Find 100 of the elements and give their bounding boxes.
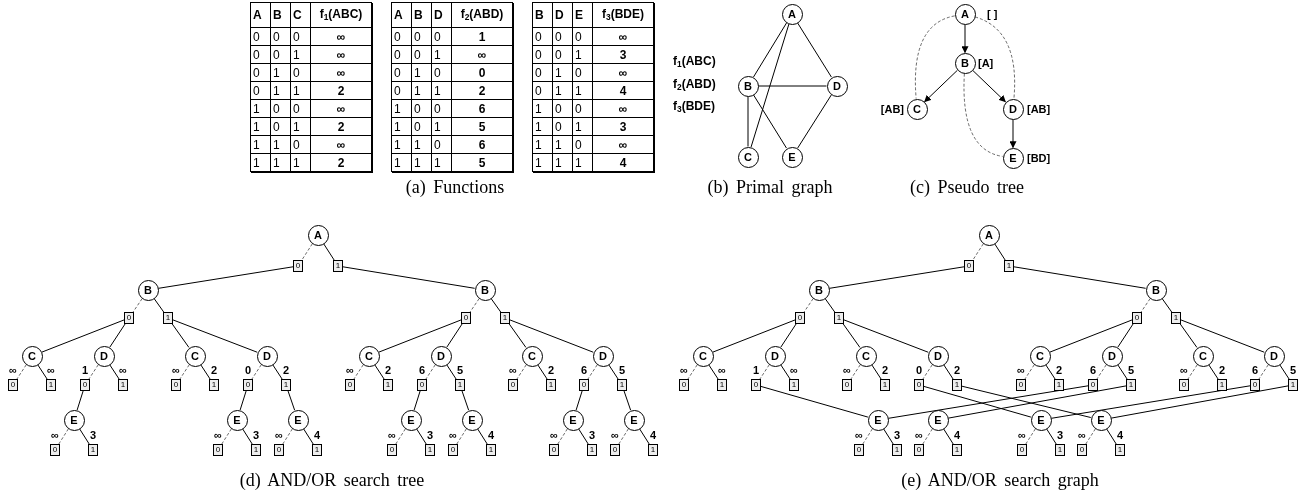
dashed-edge — [469, 298, 480, 313]
edge-line — [1117, 364, 1128, 380]
table-cell: 1 — [431, 81, 452, 100]
edge-line — [342, 266, 476, 289]
edge-line — [1013, 266, 1147, 289]
edge-line — [1161, 298, 1173, 313]
edge-label: 3 — [1055, 429, 1065, 441]
edge-line — [797, 94, 832, 149]
value-box: 1 — [1217, 379, 1227, 391]
header-cell: E — [572, 2, 593, 28]
header-cell: A — [391, 2, 412, 28]
table-cell: 0 — [290, 99, 311, 118]
variable-node: C — [1029, 345, 1051, 367]
table-cell: 0 — [391, 27, 412, 46]
edge-line — [1180, 319, 1265, 353]
table-cell: 0 — [270, 45, 291, 64]
dashed-edge — [16, 364, 27, 380]
edge-label: 4 — [952, 429, 962, 441]
variable-node: D — [256, 345, 278, 367]
table-cell: 1 — [572, 45, 593, 64]
value-box: 0 — [213, 444, 223, 456]
variable-node: C — [21, 345, 43, 367]
value-box: 1 — [251, 444, 261, 456]
value-box: 0 — [795, 312, 805, 324]
value-box: 1 — [88, 444, 98, 456]
table-cell: 0 — [270, 27, 291, 46]
table-cell: ∞ — [592, 135, 654, 154]
edge-label: 6 — [1088, 364, 1098, 376]
table-cell: 1 — [290, 45, 311, 64]
table-cell: ∞ — [310, 99, 372, 118]
table-cell: 2 — [310, 117, 372, 136]
edge-line — [1117, 323, 1134, 348]
table-cell: 3 — [592, 45, 654, 64]
value-box: 1 — [789, 379, 799, 391]
value-box: 1 — [209, 379, 219, 391]
table-cell: 1 — [552, 63, 573, 82]
edge-line — [753, 22, 787, 78]
variable-node: A — [954, 3, 976, 25]
value-box: 0 — [345, 379, 355, 391]
table-cell: 0 — [552, 117, 573, 136]
table-cell: ∞ — [592, 63, 654, 82]
edge-line — [887, 385, 1089, 419]
header-cell: B — [532, 2, 553, 28]
value-box: 1 — [546, 379, 556, 391]
table-cell: 0 — [411, 117, 432, 136]
table-cell: 1 — [250, 99, 271, 118]
value-box: 0 — [854, 444, 864, 456]
caption: (a) Functions — [405, 177, 505, 198]
edge-label: 2 — [383, 364, 393, 376]
edge-label: 5 — [1288, 364, 1298, 376]
dashed-edge — [58, 428, 69, 445]
edge-line — [303, 428, 314, 445]
edge-label: 5 — [455, 364, 465, 376]
table-cell: 4 — [592, 153, 654, 172]
variable-node: D — [1263, 345, 1285, 367]
dashed-edge — [1025, 428, 1036, 445]
value-box: 1 — [892, 444, 902, 456]
arrow — [961, 24, 969, 54]
table-cell: 3 — [592, 117, 654, 136]
dashed-edge — [803, 298, 814, 313]
table-cell: 0 — [250, 63, 271, 82]
header-cell: f$_{3}$(BDE) — [592, 2, 654, 28]
edge-label: 4 — [312, 429, 322, 441]
variable-node: C — [906, 98, 928, 120]
value-box: 0 — [1179, 379, 1189, 391]
context-label: [AB] — [1027, 102, 1051, 116]
value-box: 1 — [312, 444, 322, 456]
edge-label: 2 — [1054, 364, 1064, 376]
header-cell: C — [290, 2, 311, 28]
value-box: 0 — [417, 379, 427, 391]
edge-line — [623, 390, 632, 411]
edge-label: 3 — [425, 429, 435, 441]
edge-label: 5 — [617, 364, 627, 376]
caption: (c) Pseudo tree — [910, 177, 1024, 198]
table-cell: 1 — [532, 99, 553, 118]
table-cell: 5 — [451, 153, 513, 172]
value-box: 0 — [964, 260, 974, 272]
value-box: 1 — [1171, 312, 1181, 324]
context-label: [BD] — [1027, 151, 1051, 165]
value-box: 0 — [1250, 379, 1260, 391]
edge-line — [272, 364, 283, 380]
edge-line — [239, 390, 247, 411]
table-cell: 0 — [250, 27, 271, 46]
variable-node: C — [1192, 345, 1214, 367]
value-box: 1 — [383, 379, 393, 391]
table-cell: 1 — [431, 153, 452, 172]
dashed-edge — [282, 428, 293, 445]
variable-node: C — [521, 345, 543, 367]
variable-node: E — [562, 409, 584, 431]
edge-line — [750, 23, 790, 148]
table-cell: ∞ — [451, 45, 513, 64]
table-cell: 4 — [592, 81, 654, 100]
edge-line — [461, 390, 470, 411]
dashed-edge — [425, 364, 436, 380]
edge-line — [537, 364, 548, 380]
value-box: 1 — [952, 444, 962, 456]
arrow — [1009, 119, 1017, 149]
edge-line — [639, 428, 650, 445]
edge-line — [413, 390, 421, 411]
table-cell: 1 — [391, 99, 412, 118]
